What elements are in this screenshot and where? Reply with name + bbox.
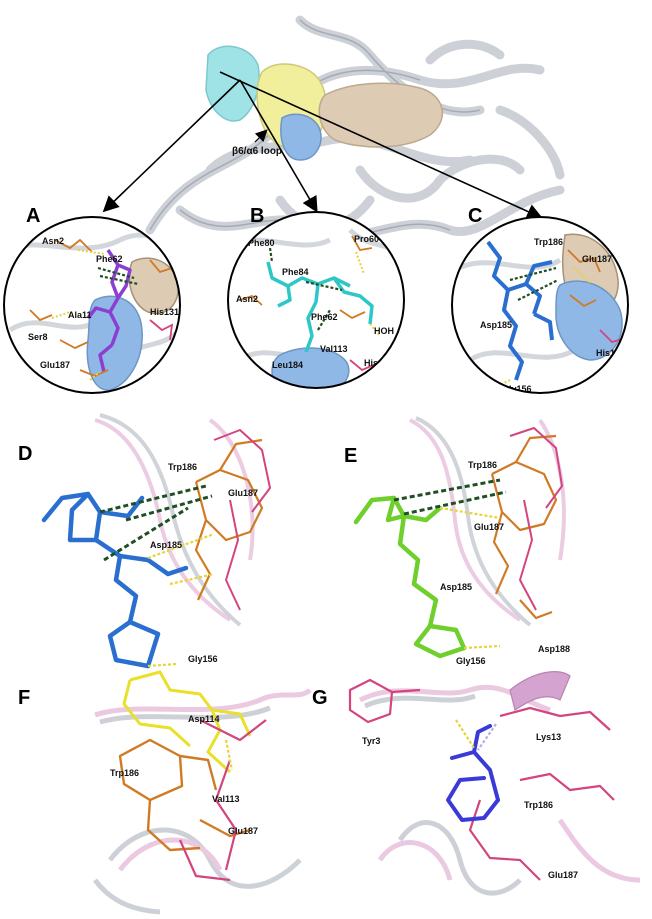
residue-label: Phe84 <box>282 267 309 277</box>
residue-label: Glu187 <box>474 522 504 532</box>
pocket-blue-surface <box>280 113 322 161</box>
residue-label: His131 <box>150 307 179 317</box>
arrow-to-A <box>102 79 241 213</box>
residue-label: Glu187 <box>582 254 612 264</box>
residue-label: Trp186 <box>534 237 563 247</box>
residue-label: Asp185 <box>150 540 182 550</box>
residue-label: Asp185 <box>440 582 472 592</box>
panel-letter-E: E <box>344 445 357 467</box>
residue-label: Asn2 <box>236 294 258 304</box>
pocket-cyan-surface <box>205 45 260 122</box>
residue-label: Trp186 <box>110 768 139 778</box>
residue-label: Ala11 <box>68 310 92 320</box>
arrow-to-B <box>239 79 318 213</box>
panel-letter-A: A <box>26 205 40 227</box>
residue-label: Val113 <box>320 344 348 354</box>
blue-surface <box>555 280 623 361</box>
residue-label: Phe62 <box>311 312 338 322</box>
residue-label: Leu184 <box>272 360 303 370</box>
residue-label: Asp114 <box>188 714 220 724</box>
residue-label: Gly156 <box>502 384 532 394</box>
panel-letter-D: D <box>18 443 32 465</box>
panel-letter-B: B <box>250 205 264 227</box>
inset-C: Trp186 Glu187 Asp185 His131 Gly156 C <box>451 205 629 394</box>
residue-label: Glu187 <box>228 488 258 498</box>
panel-letter-C: C <box>468 205 482 227</box>
residue-label: Val113 <box>212 794 240 804</box>
residue-label: Phe62 <box>96 254 123 264</box>
residue-label: Asp188 <box>538 644 570 654</box>
pocket-tan-surface <box>318 82 444 148</box>
residue-label: Gly156 <box>456 656 486 666</box>
loop-pointer-arrow <box>254 129 268 143</box>
residue-label: Lys13 <box>536 732 561 742</box>
overview-protein: β6/α6 loop <box>102 15 565 241</box>
residue-label: Trp186 <box>468 460 497 470</box>
panel-F: Asp114 Trp186 Val113 Glu187 F <box>18 670 312 915</box>
panel-letter-G: G <box>312 687 328 709</box>
residue-label: Glu187 <box>548 870 578 880</box>
residue-label: Tyr3 <box>362 736 380 746</box>
pink-helix <box>509 671 571 711</box>
loop-label: β6/α6 loop <box>232 146 282 157</box>
tan-surface <box>128 257 179 315</box>
residue-label: Ser8 <box>28 332 48 342</box>
arrow-to-C <box>219 71 543 220</box>
residue-label: Trp186 <box>168 462 197 472</box>
residue-label: His131 <box>596 348 625 358</box>
inset-B: Phe80 Pro60 Phe84 Asn2 Phe62 Val113 HOH … <box>227 205 405 389</box>
panel-letter-F: F <box>18 687 30 709</box>
blue-surface <box>271 347 350 388</box>
residue-label: Pro60 <box>354 234 379 244</box>
panel-D: Trp186 Glu187 Asp185 Gly156 D <box>18 413 271 669</box>
panel-E: Trp186 Glu187 Asp185 Gly156 Asp188 E <box>344 416 570 666</box>
residue-label: Trp186 <box>524 800 553 810</box>
residue-label: Asn2 <box>42 236 64 246</box>
residue-label: HOH <box>374 326 394 336</box>
residue-label: Glu187 <box>40 360 70 370</box>
residue-label: Gly156 <box>188 654 218 664</box>
inset-A: Asn2 Phe62 Ala11 Ser8 His131 Glu187 A <box>3 205 181 394</box>
panel-G: Tyr3 Lys13 Trp186 Glu187 G <box>312 671 641 896</box>
residue-label: Phe80 <box>248 238 275 248</box>
residue-label: Asp185 <box>480 320 512 330</box>
residue-label: Glu187 <box>228 826 258 836</box>
